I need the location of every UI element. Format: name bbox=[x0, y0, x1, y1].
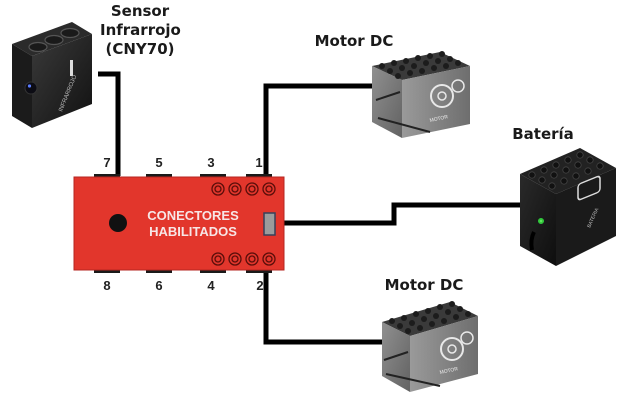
motor-bottom-device-text: MOTOR bbox=[439, 366, 459, 376]
motor-top-device-text: MOTOR bbox=[429, 114, 449, 124]
controller-board bbox=[73, 174, 285, 273]
sensor-label-line1: Sensor bbox=[110, 2, 170, 20]
pin-label-2: 2 bbox=[256, 278, 264, 293]
pin-label-5: 5 bbox=[155, 155, 163, 170]
pin-label-6: 6 bbox=[155, 278, 163, 293]
infrared-sensor: INFRARROJO bbox=[12, 22, 92, 128]
motor-dc-bottom: MOTOR bbox=[382, 301, 478, 392]
wire-motor-top-pin1 bbox=[263, 83, 372, 176]
motor-top-label: Motor DC bbox=[314, 32, 394, 50]
sensor-label: Sensor Infrarrojo (CNY70) bbox=[100, 2, 181, 59]
board-label-line2: HABILITADOS bbox=[149, 224, 237, 239]
board-label: CONECTORES HABILITADOS bbox=[138, 208, 248, 240]
pin-label-1: 1 bbox=[255, 155, 263, 170]
pin-label-8: 8 bbox=[103, 278, 111, 293]
motor-bottom-label: Motor DC bbox=[384, 276, 464, 294]
sensor-label-line2: Infrarrojo bbox=[100, 21, 181, 39]
battery-label: Batería bbox=[512, 125, 574, 143]
pin-label-7: 7 bbox=[103, 155, 111, 170]
wires bbox=[98, 71, 520, 345]
pin-label-4: 4 bbox=[207, 278, 215, 293]
battery-led bbox=[538, 218, 544, 224]
motor-dc-top: MOTOR bbox=[372, 51, 470, 138]
wire-sensor-pin7 bbox=[98, 71, 121, 176]
sensor-label-line3: (CNY70) bbox=[105, 40, 175, 58]
wire-motor-bottom-pin2 bbox=[263, 272, 382, 345]
pin-label-3: 3 bbox=[207, 155, 215, 170]
side-connector bbox=[263, 212, 276, 236]
wire-battery bbox=[276, 202, 520, 226]
battery-pack: BATERIA bbox=[520, 148, 616, 266]
board-label-line1: CONECTORES bbox=[147, 208, 239, 223]
board-black-dot bbox=[109, 214, 127, 232]
